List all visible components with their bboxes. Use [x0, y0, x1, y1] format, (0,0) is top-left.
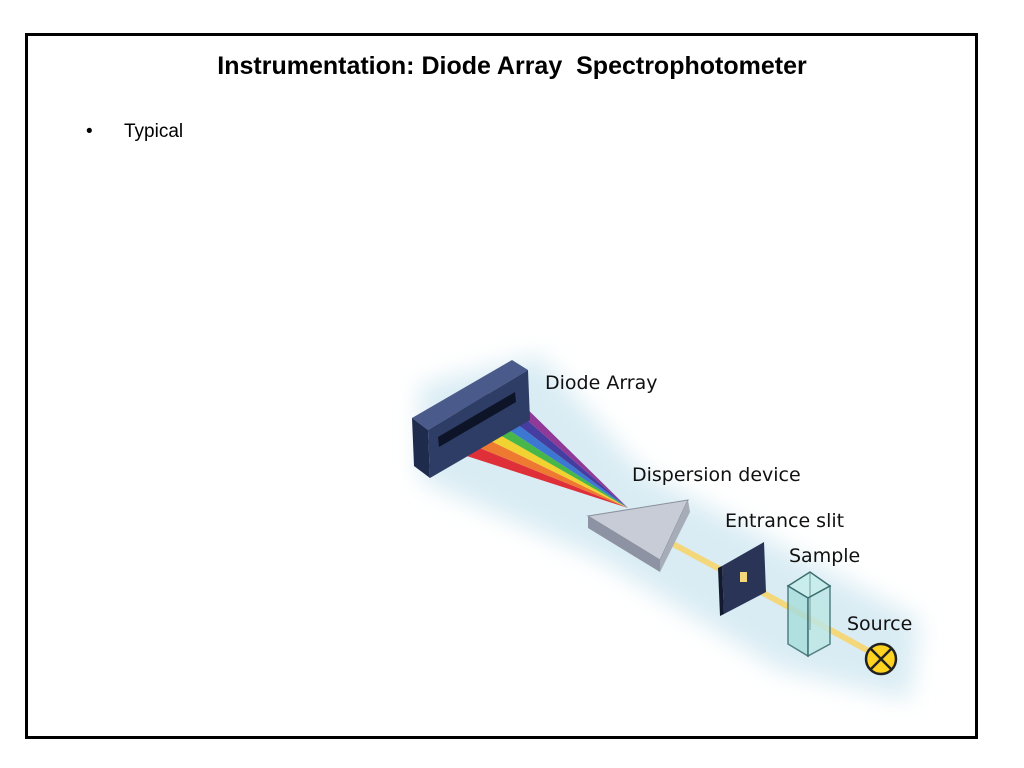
diode-array-detector — [412, 360, 530, 478]
label-entrance-slit: Entrance slit — [725, 510, 844, 532]
light-source-icon — [864, 642, 898, 676]
label-dispersion-device: Dispersion device — [632, 464, 801, 486]
label-sample: Sample — [789, 545, 860, 567]
label-source: Source — [847, 613, 912, 635]
sample-cuvette — [786, 571, 832, 658]
slide-title: Instrumentation: Diode Array Spectrophot… — [217, 52, 807, 80]
entrance-slit — [718, 542, 766, 616]
bullet-text: Typical — [124, 121, 184, 142]
bullet-symbol: • — [86, 121, 93, 142]
bullet-item: • Typical — [86, 121, 183, 143]
label-diode-array: Diode Array — [545, 372, 658, 394]
dispersion-prism — [586, 499, 690, 572]
